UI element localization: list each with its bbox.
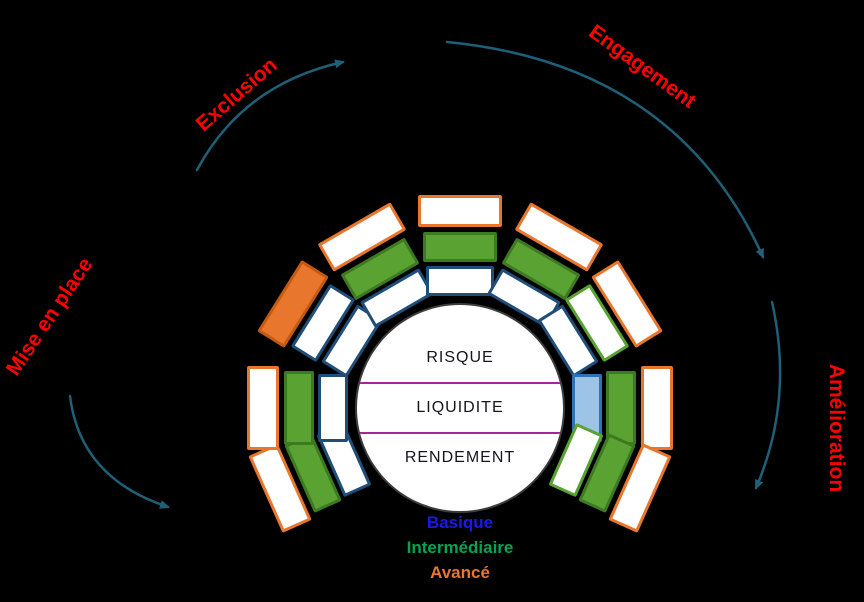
pillar-risque: RISQUE (426, 349, 494, 366)
divider-line (357, 432, 563, 434)
pillar-liquidite: LIQUIDITE (416, 399, 504, 416)
center-circle: RISQUE LIQUIDITE RENDEMENT (355, 303, 565, 513)
maturity-card (284, 371, 314, 445)
maturity-card (418, 195, 502, 227)
maturity-card (426, 266, 494, 296)
maturity-card (247, 366, 279, 450)
legend-item-1: Intermédiaire (406, 538, 514, 557)
divider-line (357, 382, 563, 384)
maturity-card (423, 232, 497, 262)
maturity-card (318, 374, 348, 442)
maturity-card (641, 366, 673, 450)
legend-item-0: Basique (426, 513, 494, 532)
pillar-rendement: RENDEMENT (404, 449, 516, 466)
legend-item-2: Avancé (430, 563, 490, 582)
